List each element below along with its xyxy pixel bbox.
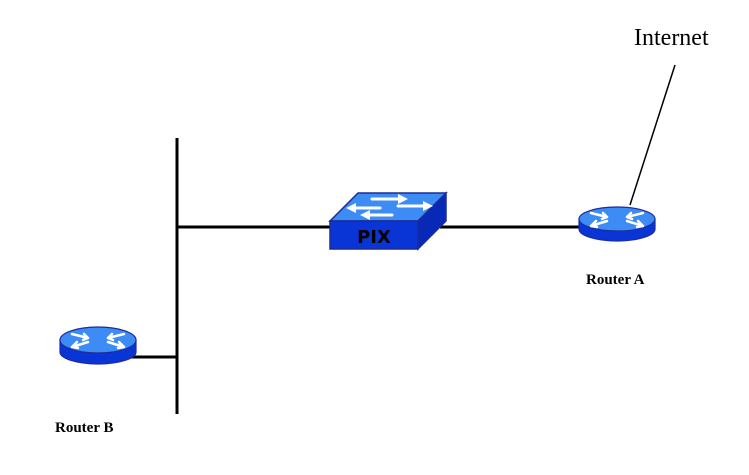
- router-icon: [578, 206, 656, 242]
- pix-label: PIX: [357, 227, 391, 248]
- pix-firewall-icon: [328, 191, 448, 251]
- router-icon: [59, 326, 137, 365]
- router-a[interactable]: Router A: [578, 206, 656, 288]
- internet-label: Internet: [634, 25, 709, 51]
- router-a-label: Router A: [586, 272, 645, 288]
- router-b[interactable]: Router B: [55, 326, 137, 436]
- network-links: [128, 64, 676, 414]
- link-router-a-internet: [629, 64, 676, 206]
- router-b-label: Router B: [55, 420, 113, 436]
- pix-firewall[interactable]: PIX: [328, 191, 448, 251]
